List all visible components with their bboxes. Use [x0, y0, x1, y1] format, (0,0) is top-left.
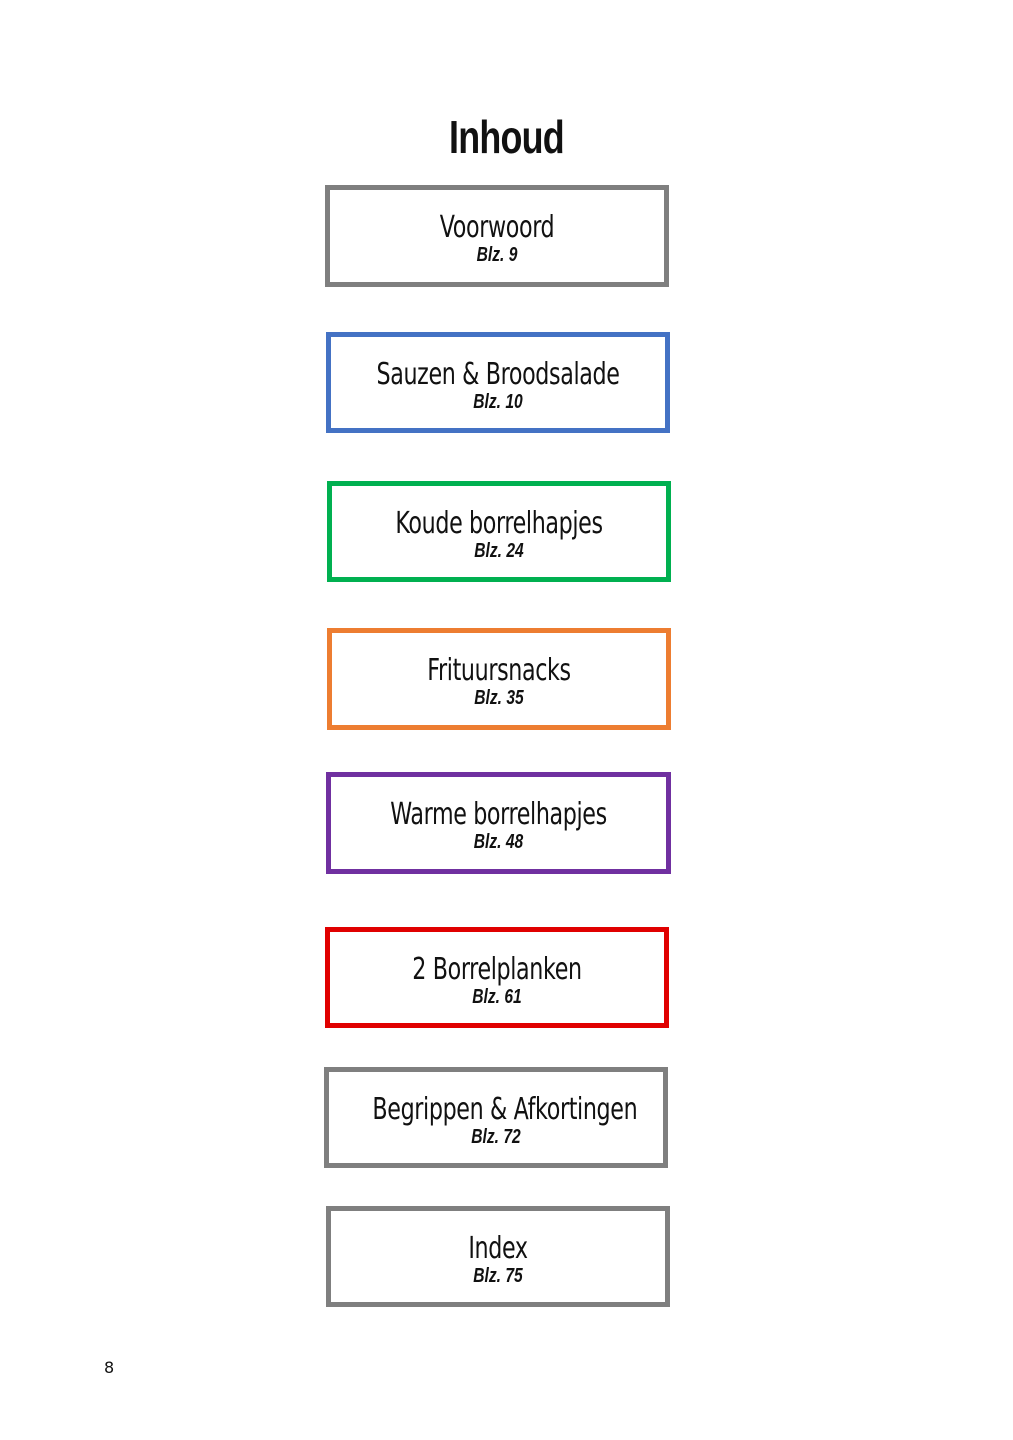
toc-entry-page: Blz. 72	[471, 1126, 521, 1148]
toc-entry-page: Blz. 35	[474, 687, 524, 709]
toc-entry-index[interactable]: Index Blz. 75	[326, 1206, 670, 1307]
toc-entry-page: Blz. 9	[476, 244, 518, 266]
toc-entry-page: Blz. 61	[472, 986, 522, 1008]
toc-entry-label: Frituursnacks	[427, 653, 571, 688]
toc-entry-label: Begrippen & Afkortingen	[372, 1092, 638, 1127]
toc-entry-koude-borrelhapjes[interactable]: Koude borrelhapjes Blz. 24	[327, 481, 671, 582]
page-number: 8	[104, 1358, 115, 1377]
toc-entry-begrippen-afkortingen[interactable]: Begrippen & Afkortingen Blz. 72	[324, 1067, 668, 1168]
page-title: Inhoud	[449, 111, 565, 163]
toc-entry-frituursnacks[interactable]: Frituursnacks Blz. 35	[327, 628, 671, 730]
toc-entry-label: Index	[468, 1231, 528, 1266]
toc-entry-borrelplanken[interactable]: 2 Borrelplanken Blz. 61	[325, 927, 669, 1028]
toc-entry-label: Voorwoord	[439, 210, 555, 245]
toc-entry-page: Blz. 24	[474, 540, 524, 562]
toc-entry-page: Blz. 48	[473, 831, 524, 853]
toc-entry-page: Blz. 75	[473, 1265, 523, 1287]
toc-entry-sauzen-broodsalade[interactable]: Sauzen & Broodsalade Blz. 10	[326, 332, 670, 433]
toc-entry-warme-borrelhapjes[interactable]: Warme borrelhapjes Blz. 48	[326, 772, 671, 874]
toc-entry-label: Warme borrelhapjes	[390, 797, 607, 832]
toc-entry-label: Koude borrelhapjes	[395, 506, 603, 541]
toc-entry-page: Blz. 10	[473, 391, 523, 413]
toc-entry-label: 2 Borrelplanken	[412, 952, 582, 987]
toc-entry-voorwoord[interactable]: Voorwoord Blz. 9	[325, 185, 669, 287]
toc-entry-label: Sauzen & Broodsalade	[376, 357, 620, 392]
